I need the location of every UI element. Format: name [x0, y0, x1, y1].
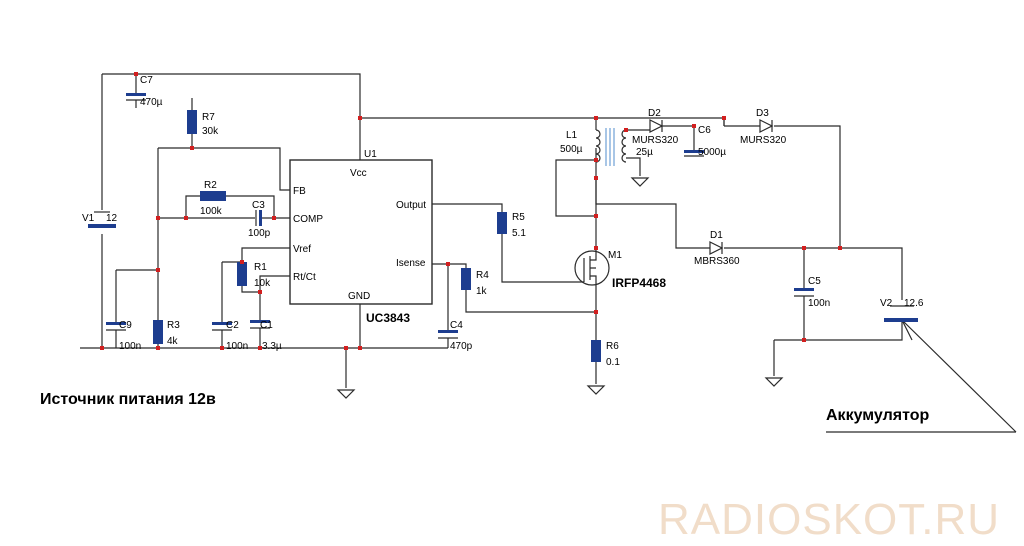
r1-ref: R1 — [254, 262, 267, 273]
c4-ref: C4 — [450, 320, 463, 331]
c4-value: 470p — [450, 341, 473, 352]
c9-symbol — [106, 322, 126, 325]
pin-rtct: Rt/Ct — [293, 272, 316, 283]
v2-ref: V2 — [880, 298, 893, 309]
c5-symbol — [794, 288, 814, 291]
r6-symbol — [591, 340, 601, 362]
pin-gnd: GND — [348, 291, 370, 302]
r7-ref: R7 — [202, 112, 215, 123]
c3-symbol — [259, 210, 262, 226]
caption-battery: Аккумулятор — [826, 407, 929, 424]
r6-value: 0.1 — [606, 357, 620, 368]
v2-value: 12.6 — [904, 298, 924, 309]
c6-symbol — [684, 150, 704, 153]
r2-value: 100k — [200, 206, 223, 217]
c7-symbol — [126, 93, 146, 96]
c5-ref: C5 — [808, 276, 821, 287]
c6-value: 5000µ — [698, 147, 726, 158]
mosfet-m1 — [574, 250, 610, 290]
c3-value: 100p — [248, 228, 271, 239]
c2-value: 100n — [226, 341, 248, 352]
d2-ref: D2 — [648, 108, 661, 119]
c1-ref: C1 — [260, 320, 273, 331]
pin-fb: FB — [293, 186, 306, 197]
labels: U1 Vcc FB COMP Vref Rt/Ct Output Isense … — [40, 75, 1000, 544]
r5-value: 5.1 — [512, 228, 526, 239]
d2-value: MURS320 — [632, 135, 679, 146]
r3-value: 4k — [167, 336, 179, 347]
ic-name: UC3843 — [366, 311, 410, 325]
d3-ref: D3 — [756, 108, 769, 119]
ground-icon — [630, 177, 650, 187]
r7-value: 30k — [202, 126, 219, 137]
v1-symbol — [88, 224, 116, 228]
r1-symbol — [237, 262, 247, 286]
c3-ref: C3 — [252, 200, 265, 211]
m1-value: IRFP4468 — [612, 276, 666, 290]
r2-ref: R2 — [204, 180, 217, 191]
diodes — [649, 119, 774, 255]
ground-icon — [586, 385, 606, 395]
ground-icon — [764, 377, 784, 387]
v1-ref: V1 — [82, 213, 95, 224]
l1-ref: L1 — [566, 130, 578, 141]
l2-value: 25µ — [636, 147, 653, 158]
r3-symbol — [153, 320, 163, 344]
r5-symbol — [497, 212, 507, 234]
ground-icon — [336, 389, 356, 399]
c9-value: 100n — [119, 341, 141, 352]
r1-value: 10k — [254, 278, 271, 289]
r7-symbol — [187, 110, 197, 134]
v1-value: 12 — [106, 213, 118, 224]
junctions — [100, 72, 842, 350]
ic-uc3843 — [289, 159, 433, 305]
v2-symbol — [884, 318, 918, 322]
d1-symbol — [709, 241, 724, 255]
d2-symbol — [649, 119, 664, 133]
r4-symbol — [461, 268, 471, 290]
r2-symbol — [200, 191, 226, 201]
pin-isense: Isense — [396, 258, 426, 269]
l1-value: 500µ — [560, 144, 583, 155]
c9-ref: C9 — [119, 320, 132, 331]
pin-comp: COMP — [293, 214, 323, 225]
wires — [80, 73, 1017, 433]
d1-ref: D1 — [710, 230, 723, 241]
c5-value: 100n — [808, 298, 830, 309]
d3-value: MURS320 — [740, 135, 787, 146]
pin-output: Output — [396, 200, 426, 211]
c2-symbol — [212, 322, 232, 325]
d1-value: MBRS360 — [694, 256, 740, 267]
m1-ref: M1 — [608, 250, 622, 261]
r3-ref: R3 — [167, 320, 180, 331]
caption-source: Источник питания 12в — [40, 391, 216, 408]
pin-vref: Vref — [293, 244, 311, 255]
c7-value: 470µ — [140, 97, 163, 108]
r4-ref: R4 — [476, 270, 489, 281]
ground-symbols — [336, 177, 784, 399]
r4-value: 1k — [476, 286, 488, 297]
r6-ref: R6 — [606, 341, 619, 352]
c2-ref: C2 — [226, 320, 239, 331]
parts — [88, 93, 918, 362]
r5-ref: R5 — [512, 212, 525, 223]
ic-ref: U1 — [364, 149, 377, 160]
c6-ref: C6 — [698, 125, 711, 136]
c7-ref: C7 — [140, 75, 153, 86]
transformer-l1 — [595, 128, 627, 166]
d3-symbol — [759, 119, 774, 133]
c1-value: 3.3µ — [262, 341, 282, 352]
c4-symbol — [438, 330, 458, 333]
watermark: RADIOSKOT.RU — [658, 495, 1000, 544]
pin-vcc: Vcc — [350, 168, 367, 179]
c1-symbol — [250, 320, 270, 323]
